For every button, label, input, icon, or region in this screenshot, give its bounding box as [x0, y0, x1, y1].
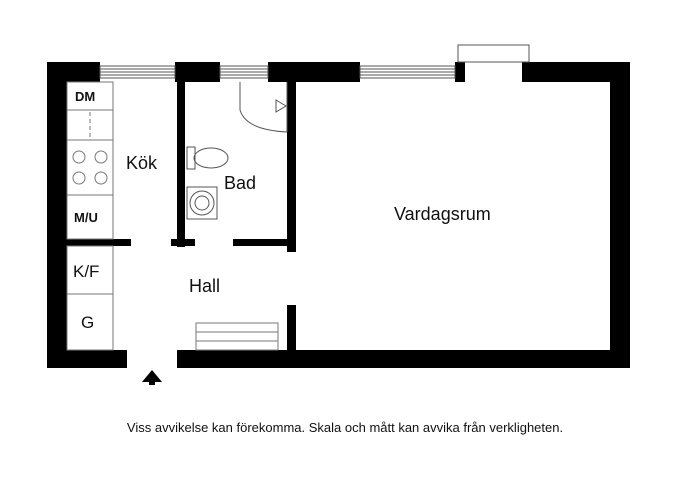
interior-walls [67, 82, 296, 352]
disclaimer-caption: Viss avvikelse kan förekomma. Skala och … [126, 420, 564, 435]
window-kitchen [99, 65, 176, 79]
outer-walls [47, 62, 630, 368]
window-bath [219, 65, 269, 79]
wall-kitchen-hall [67, 239, 131, 246]
toilet-icon [186, 146, 229, 170]
left-wall [47, 62, 67, 368]
window-living [359, 65, 456, 79]
entrance-arrow-icon [142, 370, 162, 385]
room-label-bathroom: Bad [224, 173, 256, 193]
sink-icon [186, 186, 218, 220]
stove-icon [72, 150, 108, 185]
wall-hall-living-lower [287, 305, 296, 352]
wall-bath-hall-right [233, 239, 293, 246]
kitchen-fixtures [66, 81, 114, 351]
wall-kitchen-bath [177, 82, 185, 247]
top-wall-mid2 [268, 62, 360, 82]
bathroom-fixtures [186, 82, 288, 220]
top-wall-mid1 [175, 62, 220, 82]
hall-fixtures [195, 322, 279, 351]
right-wall [610, 62, 630, 368]
room-label-kitchen: Kök [126, 153, 158, 173]
fixture-label-microwave: M/U [74, 210, 98, 225]
bath-door-swing [239, 82, 288, 133]
room-label-living-room: Vardagsrum [394, 204, 491, 224]
bottom-wall-left [47, 350, 127, 368]
balcony-door [457, 44, 530, 63]
kitchen-counter [66, 81, 114, 240]
wall-bath-living-upper [287, 82, 296, 252]
lower-cabinets [66, 245, 114, 351]
bottom-wall-right [177, 350, 630, 368]
fixture-label-fridge-freezer: K/F [73, 262, 99, 281]
wall-bath-hall-left [171, 239, 195, 246]
floor-plan: Kök Bad Vardagsrum Hall DM M/U K/F G [47, 44, 630, 385]
windows [99, 44, 530, 79]
hat-shelf [195, 322, 279, 351]
fixture-label-wardrobe: G [81, 313, 94, 332]
top-wall-right [522, 62, 630, 82]
room-label-hall: Hall [189, 276, 220, 296]
top-wall-mid3 [455, 62, 465, 82]
fixture-label-dishwasher: DM [75, 89, 95, 104]
